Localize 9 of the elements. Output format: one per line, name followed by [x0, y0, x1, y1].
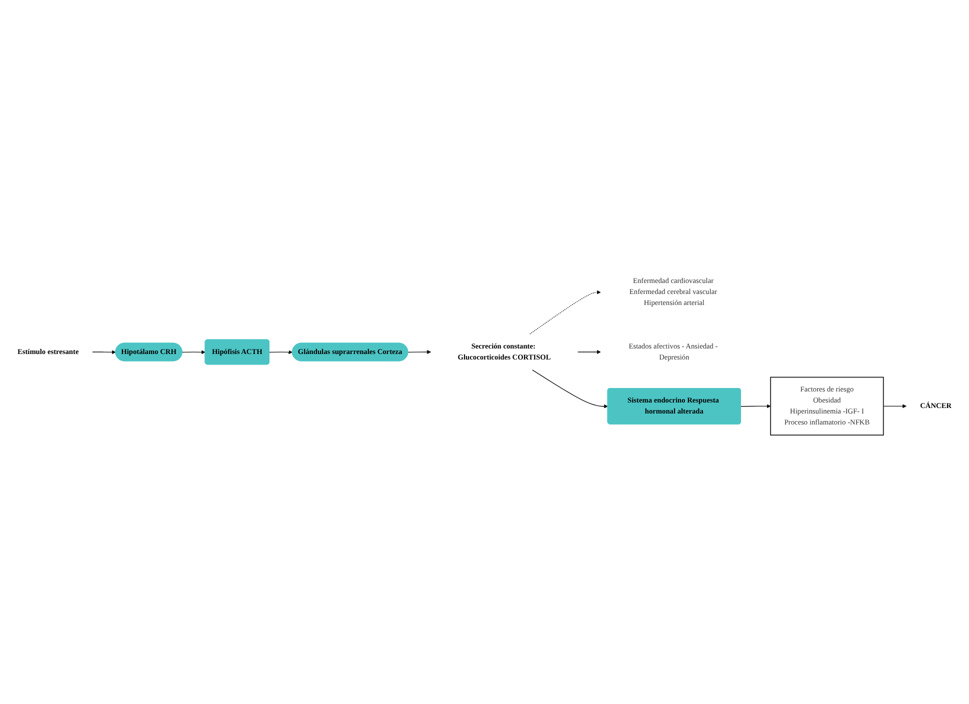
arrow: [529, 290, 601, 334]
arrow: [408, 350, 432, 354]
arrow: [269, 350, 293, 354]
arrow: [883, 404, 907, 408]
arrow: [577, 350, 601, 354]
arrow: [92, 350, 116, 354]
arrow: [740, 404, 771, 408]
arrow: [182, 350, 206, 354]
arrow: [532, 370, 608, 408]
